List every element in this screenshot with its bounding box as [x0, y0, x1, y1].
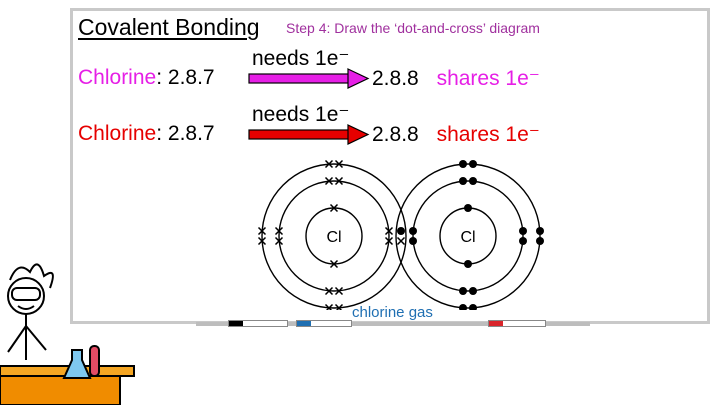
electron-cross [334, 286, 344, 296]
electron-dot [469, 304, 477, 310]
result-config-2: 2.8.8 [372, 123, 419, 146]
electron-dot [464, 204, 472, 212]
arrow-2 [248, 124, 370, 145]
colon-2: : [156, 122, 163, 145]
scientist-hair [9, 263, 54, 289]
left-atom-symbol: Cl [326, 229, 341, 246]
right-atom-electrons [397, 160, 544, 310]
diagram-caption: chlorine gas [352, 304, 433, 321]
shares-label-2: shares 1e⁻ [436, 123, 540, 146]
electron-cross [324, 303, 334, 310]
right-atom-outer-shell [395, 163, 541, 309]
electron-cross [334, 159, 344, 169]
electron-cross [334, 176, 344, 186]
electron-cross [329, 203, 339, 213]
electron-cross [324, 176, 334, 186]
electron-dot [536, 227, 544, 235]
right-atom-symbol: Cl [460, 229, 475, 246]
electron-dot [519, 227, 527, 235]
electron-cross [384, 236, 394, 246]
element-name-1: Chlorine [78, 66, 157, 89]
result-config-1: 2.8.8 [372, 67, 419, 90]
left-atom-electrons [257, 159, 406, 310]
electron-dot [464, 260, 472, 268]
electron-cross [257, 226, 267, 236]
electron-cross [324, 286, 334, 296]
lab-bench-front [0, 375, 121, 405]
element-name-2: Chlorine [78, 122, 157, 145]
chlorine-row-1: Chlorine: 2.8.7 [78, 66, 215, 90]
needs-label-1: needs 1e⁻ [252, 47, 350, 70]
result-row-1: 2.8.8 shares 1e⁻ [372, 66, 540, 91]
scientist-illustration [0, 263, 135, 405]
blue-marker [296, 320, 352, 327]
electron-cross [384, 226, 394, 236]
electron-dot [469, 287, 477, 295]
result-row-2: 2.8.8 shares 1e⁻ [372, 122, 540, 147]
electron-dot [409, 227, 417, 235]
electron-cross [334, 303, 344, 310]
dot-and-cross-diagram: Cl Cl [257, 159, 544, 310]
electron-dot [536, 237, 544, 245]
shares-label-1: shares 1e⁻ [436, 67, 540, 90]
whiteboard-tray [196, 322, 590, 326]
electron-dot [469, 177, 477, 185]
electron-dot [469, 160, 477, 168]
electron-config-1: 2.8.7 [167, 66, 215, 89]
electron-dot [459, 160, 467, 168]
test-tube-icon [89, 345, 100, 377]
electron-cross [274, 236, 284, 246]
electron-dot [397, 227, 405, 235]
electron-dot [409, 237, 417, 245]
electron-cross [274, 226, 284, 236]
needs-label-2: needs 1e⁻ [252, 103, 350, 126]
black-marker [228, 320, 288, 327]
step-subtitle: Step 4: Draw the ‘dot-and-cross’ diagram [286, 20, 540, 36]
electron-dot [519, 237, 527, 245]
page-title: Covalent Bonding [78, 14, 260, 40]
arrow-1 [248, 68, 370, 89]
whiteboard [70, 8, 710, 324]
chlorine-row-2: Chlorine: 2.8.7 [78, 122, 215, 146]
electron-cross [329, 259, 339, 269]
electron-cross [257, 236, 267, 246]
colon-1: : [156, 66, 163, 89]
electron-cross [324, 159, 334, 169]
electron-cross [396, 236, 406, 246]
right-atom-middle-shell [412, 180, 524, 292]
electron-config-2: 2.8.7 [167, 122, 215, 145]
electron-dot [459, 177, 467, 185]
electron-dot [459, 287, 467, 295]
left-atom-middle-shell [278, 180, 390, 292]
red-marker [488, 320, 546, 327]
flask-icon [62, 349, 92, 379]
electron-dot [459, 304, 467, 310]
left-atom-outer-shell [261, 163, 407, 309]
